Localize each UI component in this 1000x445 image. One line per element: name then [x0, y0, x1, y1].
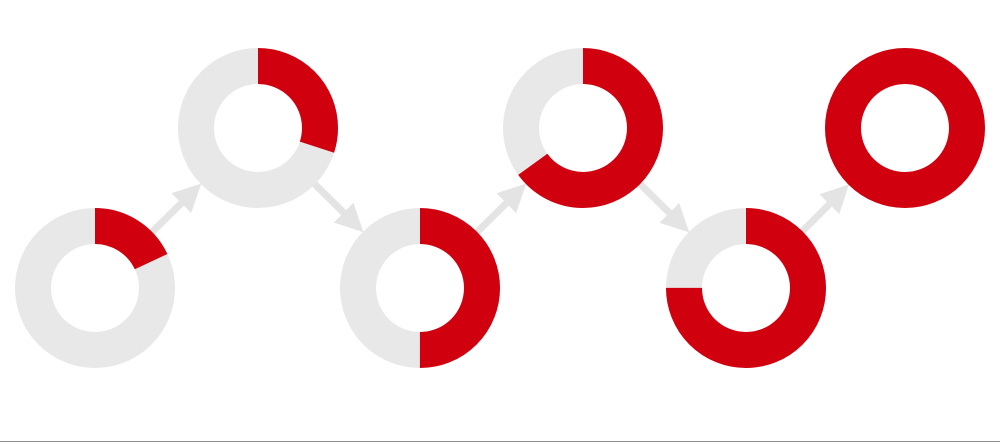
- arrow-4-5-connector: [633, 177, 690, 233]
- step-4-progress-ring: [503, 48, 663, 208]
- step-6-progress-ring: [825, 48, 985, 208]
- step-5-ring-progress-arc: [666, 208, 826, 368]
- rings-layer: [15, 48, 985, 368]
- arrow-1-2-connector: [145, 183, 202, 239]
- step-2-ring-progress-arc: [178, 48, 338, 208]
- arrow-2-3-connector: [308, 177, 364, 233]
- step-6-ring-progress-arc: [825, 48, 985, 208]
- bottom-divider: [0, 441, 1000, 442]
- step-2-progress-ring: [178, 48, 338, 208]
- step-5-progress-ring: [666, 208, 826, 368]
- step-3-progress-ring: [340, 208, 500, 368]
- step-3-ring-progress-arc: [340, 208, 500, 368]
- arrow-5-6-connector: [795, 184, 850, 238]
- step-4-ring-progress-arc: [503, 48, 663, 208]
- step-1-progress-ring: [15, 208, 175, 368]
- step-1-ring-progress-arc: [15, 208, 175, 368]
- arrow-3-4-connector: [470, 183, 527, 239]
- connectors-layer: [145, 177, 850, 239]
